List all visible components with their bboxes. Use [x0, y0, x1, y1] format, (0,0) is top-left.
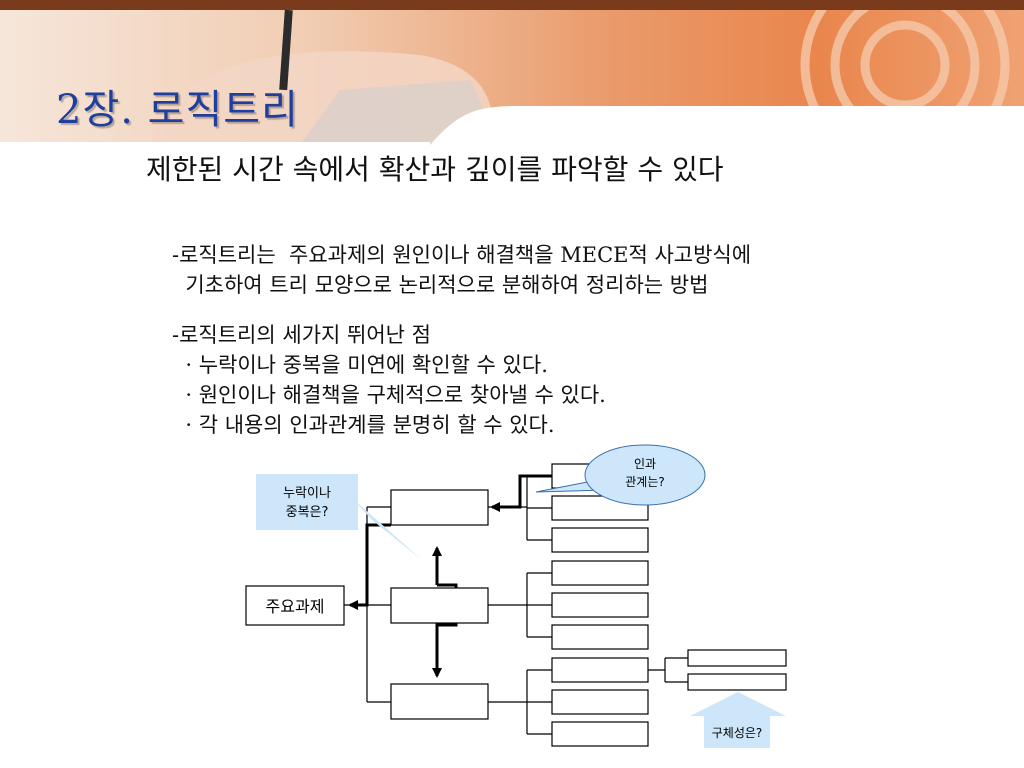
callout-causality-line-2: 관계는?: [625, 475, 665, 489]
level1-box-2: [390, 587, 489, 624]
top-strip: [0, 0, 1024, 10]
callout-concreteness: 구체성은?: [690, 692, 786, 748]
definition-line-1: -로직트리는 주요과제의 원인이나 해결책을 MECE적 사고방식에: [172, 243, 752, 267]
level2-box-7: [551, 657, 649, 683]
definition-paragraph: -로직트리는 주요과제의 원인이나 해결책을 MECE적 사고방식에 기초하여 …: [172, 240, 751, 300]
callout-omission-line-1: 누락이나: [283, 486, 331, 501]
callout-omission-line-2: 중복은?: [286, 505, 329, 520]
level2-box-3: [551, 527, 649, 553]
level1-box-1: [390, 489, 489, 526]
advantage-point-2: · 원인이나 해결책을 구체적으로 찾아낼 수 있다.: [172, 383, 606, 407]
advantages-paragraph: -로직트리의 세가지 뛰어난 점 · 누락이나 중복을 미연에 확인할 수 있다…: [172, 320, 606, 440]
root-box: [245, 585, 345, 626]
slide-subtitle: 제한된 시간 속에서 확산과 깊이를 파악할 수 있다: [146, 153, 724, 186]
level1-box-3: [390, 683, 489, 720]
callout-concreteness-label: 구체성은?: [712, 726, 763, 740]
slide-title: 2장. 로직트리: [56, 87, 299, 133]
advantage-point-1: · 누락이나 중복을 미연에 확인할 수 있다.: [172, 353, 548, 377]
callout-omission: 누락이나 중복은?: [256, 474, 422, 560]
level3-box-2: [687, 673, 787, 691]
level2-box-5: [551, 592, 649, 618]
banner-decoration: [0, 10, 1024, 145]
callout-causality-bubble: 인과 관계는?: [535, 444, 706, 506]
level2-box-6: [551, 624, 649, 650]
level2-box-8: [551, 689, 649, 715]
header-banner: [0, 10, 1024, 145]
advantages-heading: -로직트리의 세가지 뛰어난 점: [172, 323, 431, 347]
definition-line-2: 기초하여 트리 모양으로 논리적으로 분해하여 정리하는 방법: [172, 273, 709, 297]
level3-box-1: [687, 649, 787, 667]
level2-box-4: [551, 560, 649, 586]
root-label: 주요과제: [266, 597, 325, 616]
advantage-point-3: · 각 내용의 인과관계를 분명히 할 수 있다.: [172, 413, 555, 437]
level2-box-9: [551, 721, 649, 747]
callout-causality-line-1: 인과: [634, 457, 656, 471]
